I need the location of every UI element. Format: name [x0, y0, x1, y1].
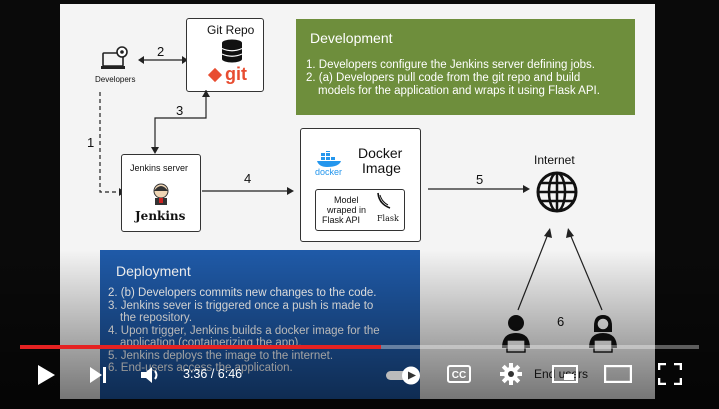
theater-icon — [603, 364, 633, 384]
development-item: 2. (a) Developers pull code from the git… — [306, 72, 581, 84]
git-repo-box: Git Repo git — [186, 18, 264, 92]
cc-icon: CC — [451, 370, 467, 381]
deployment-item: 3. Jenkins sever is triggered once a pus… — [108, 299, 374, 312]
end-users-label: End users — [534, 367, 589, 381]
model-box-line1: Model — [334, 195, 359, 205]
docker-whale-icon — [317, 149, 343, 172]
development-panel: Development 1. Developers configure the … — [296, 19, 635, 115]
deployment-item: 4. Upon trigger, Jenkins builds a docker… — [108, 324, 380, 337]
model-box-line3: Flask API — [322, 215, 361, 225]
autoplay-toggle[interactable] — [384, 365, 424, 390]
current-time: 3:36 — [183, 367, 208, 381]
arrow-label-6: 6 — [557, 314, 565, 329]
arrow-label-4: 4 — [244, 171, 252, 186]
flask-model-box: Model wraped in Flask API Flask — [315, 189, 405, 231]
developers-icon — [100, 44, 130, 72]
docker-logo-text: docker — [315, 167, 343, 177]
arrow-label-1: 1 — [87, 135, 95, 150]
miniplayer-icon — [552, 365, 578, 383]
globe-icon — [536, 171, 578, 218]
arrow-label-3: 3 — [176, 103, 184, 118]
arrow-label-2: 2 — [157, 44, 165, 59]
cc-button[interactable]: CC — [447, 365, 471, 383]
time-display: 3:36 / 6:46 — [183, 367, 242, 381]
miniplayer-button[interactable] — [552, 365, 578, 388]
flask-horn-icon — [376, 192, 392, 215]
deployment-item: 2. (b) Developers commits new changes to… — [108, 287, 377, 299]
git-logo-icon — [207, 67, 223, 88]
volume-button[interactable] — [140, 365, 162, 390]
volume-icon — [141, 367, 158, 383]
progress-played — [20, 345, 382, 349]
arrow-6 — [517, 228, 603, 311]
docker-image-box: docker Docker Image Model wraped in Flas… — [300, 128, 421, 242]
video-slide: Developers 2 Git Repo git — [60, 4, 655, 399]
fullscreen-icon — [657, 362, 683, 386]
development-title: Development — [310, 30, 393, 46]
jenkins-server-box: Jenkins server Jenkins — [121, 154, 201, 232]
developers-label: Developers — [95, 75, 136, 84]
database-icon — [221, 39, 243, 68]
deployment-item: the repository. — [120, 312, 193, 324]
arrow-4 — [202, 187, 294, 195]
deployment-title: Deployment — [116, 263, 191, 279]
internet-label: Internet — [534, 153, 575, 167]
jenkins-logo-text: Jenkins — [135, 209, 186, 223]
progress-bar[interactable] — [20, 345, 699, 349]
fullscreen-button[interactable] — [657, 362, 683, 390]
development-item: models for the application and wraps it … — [318, 85, 600, 97]
next-icon — [90, 367, 106, 383]
autoplay-toggle-icon — [386, 366, 420, 385]
arrow-2 — [138, 56, 188, 64]
settings-button[interactable] — [500, 363, 522, 390]
model-box-line2: wraped in — [327, 205, 367, 215]
jenkins-butler-icon — [152, 183, 170, 210]
development-item: 1. Developers configure the Jenkins serv… — [306, 59, 595, 71]
flask-logo-text: Flask — [377, 214, 399, 223]
deployment-item: 5. Jenkins deploys the image to the inte… — [108, 349, 334, 362]
git-repo-title: Git Repo — [207, 23, 255, 37]
docker-image-title-line1: Docker — [358, 145, 403, 161]
play-button[interactable] — [36, 364, 56, 391]
time-separator: / — [210, 367, 215, 381]
theater-mode-button[interactable] — [603, 364, 633, 388]
end-user-male-icon — [501, 314, 531, 359]
next-button[interactable] — [88, 365, 108, 390]
duration: 6:46 — [217, 367, 243, 381]
arrow-5 — [428, 185, 530, 193]
git-logo-text: git — [225, 64, 247, 84]
arrow-label-5: 5 — [476, 172, 484, 187]
arrow-3 — [151, 90, 210, 154]
end-user-female-icon — [588, 314, 618, 359]
settings-icon — [500, 363, 522, 385]
play-icon — [38, 365, 55, 385]
docker-image-title-line2: Image — [362, 160, 401, 176]
jenkins-server-label: Jenkins server — [130, 163, 189, 173]
